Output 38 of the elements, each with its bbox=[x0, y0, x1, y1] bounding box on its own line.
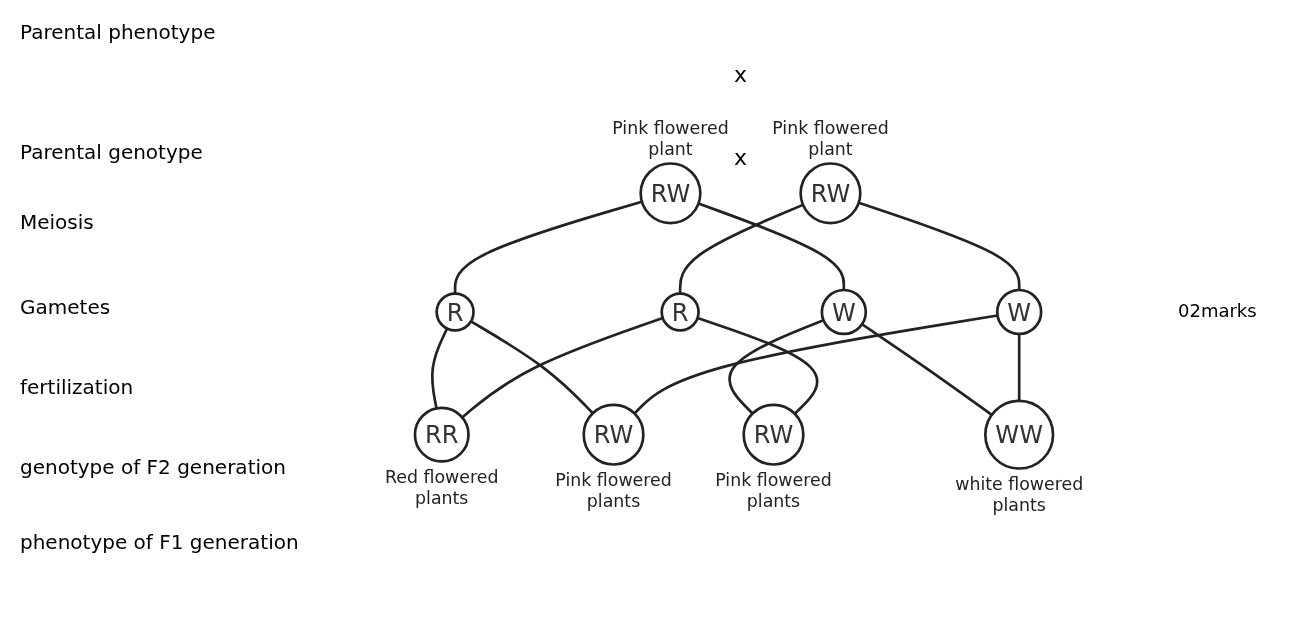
node-circle: R bbox=[435, 291, 475, 332]
node-circle: RW bbox=[639, 161, 702, 224]
phenotype-caption: Pink flowered plants bbox=[715, 469, 832, 511]
row-label: Meiosis bbox=[20, 210, 94, 234]
node-circle: RW bbox=[799, 161, 862, 224]
node-circle: R bbox=[660, 291, 700, 332]
connector bbox=[453, 199, 643, 294]
node-circle: W bbox=[820, 288, 868, 335]
row-label: genotype of F2 generation bbox=[20, 455, 286, 479]
connector bbox=[633, 313, 998, 414]
connector bbox=[698, 201, 846, 290]
node-circle: RW bbox=[582, 403, 645, 466]
row-label: fertilization bbox=[20, 375, 134, 399]
row-label: Parental genotype bbox=[20, 140, 203, 164]
connector bbox=[858, 201, 1021, 290]
connector bbox=[728, 318, 824, 414]
connector bbox=[678, 203, 804, 294]
row-label: 02marks bbox=[1178, 300, 1257, 321]
node-circle: RW bbox=[742, 403, 805, 466]
phenotype-caption: Pink flowered plant bbox=[772, 117, 889, 159]
connector bbox=[861, 322, 993, 416]
row-label: phenotype of F1 generation bbox=[20, 530, 299, 554]
row-label: Parental phenotype bbox=[20, 20, 216, 44]
cross-sign: x bbox=[734, 62, 748, 87]
cross-sign: x bbox=[734, 145, 748, 170]
connector bbox=[461, 316, 664, 418]
phenotype-caption: Pink flowered plants bbox=[555, 469, 672, 511]
phenotype-caption: Pink flowered plant bbox=[612, 117, 729, 159]
node-circle: WW bbox=[984, 398, 1055, 470]
connector bbox=[697, 316, 819, 415]
node-circle: RR bbox=[413, 406, 470, 463]
node-circle: W bbox=[995, 288, 1043, 335]
connector bbox=[430, 327, 449, 409]
row-label: Gametes bbox=[20, 295, 111, 319]
phenotype-caption: white flowered plants bbox=[955, 473, 1084, 515]
phenotype-caption: Red flowered plants bbox=[385, 466, 499, 508]
connector bbox=[470, 319, 594, 414]
connector bbox=[1017, 333, 1021, 401]
